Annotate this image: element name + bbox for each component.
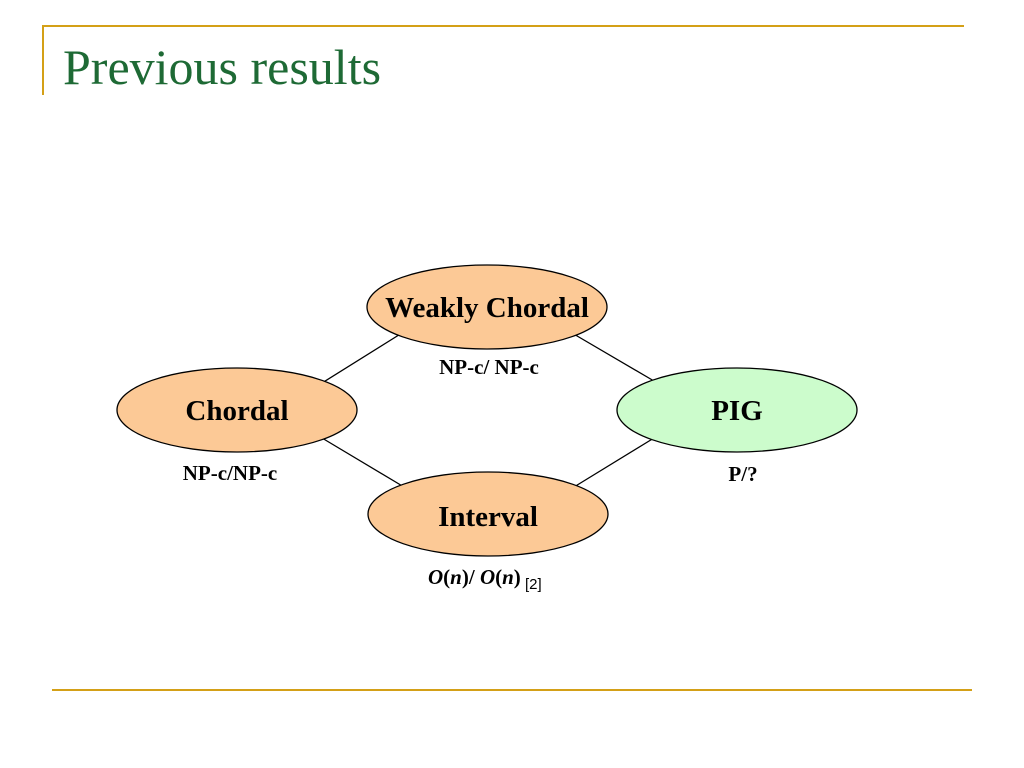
edge-chordal-interval: [321, 437, 405, 488]
node-pig-label: PIG: [711, 395, 763, 427]
result-chordal: NP-c/NP-c: [183, 461, 277, 485]
result-interval-paren-open-2: (: [495, 565, 502, 589]
node-interval-label: Interval: [438, 501, 538, 533]
node-weakly-chordal: [366, 264, 608, 350]
result-pig: P/?: [728, 462, 757, 486]
result-interval-paren-open-1: (: [443, 565, 450, 589]
slide-title: Previous results: [63, 39, 382, 95]
result-interval-paren-close-slash: )/: [462, 565, 480, 589]
edge-interval-pig: [573, 437, 655, 488]
result-weakly-chordal: NP-c/ NP-c: [439, 355, 539, 379]
node-interval: [367, 471, 609, 557]
result-interval-reference: [2]: [521, 576, 542, 593]
frame-top-line: [42, 25, 964, 27]
edge-weakly-chordal-pig: [571, 332, 655, 382]
node-chordal: [116, 367, 358, 453]
node-chordal-label: Chordal: [185, 395, 288, 427]
node-weakly-chordal-label: Weakly Chordal: [385, 292, 589, 324]
frame-bottom-line: [52, 689, 972, 691]
node-pig: [616, 367, 858, 453]
frame-left-line: [42, 25, 44, 95]
result-interval-big-o-2: O: [480, 565, 495, 589]
edge-chordal-weakly-chordal: [321, 332, 403, 384]
result-interval: O(n)/ O(n) [2]: [428, 565, 542, 593]
result-interval-n-1: n: [450, 565, 462, 589]
result-interval-big-o-1: O: [428, 565, 443, 589]
result-interval-n-2: n: [502, 565, 514, 589]
result-interval-paren-close-2: ): [514, 565, 521, 589]
